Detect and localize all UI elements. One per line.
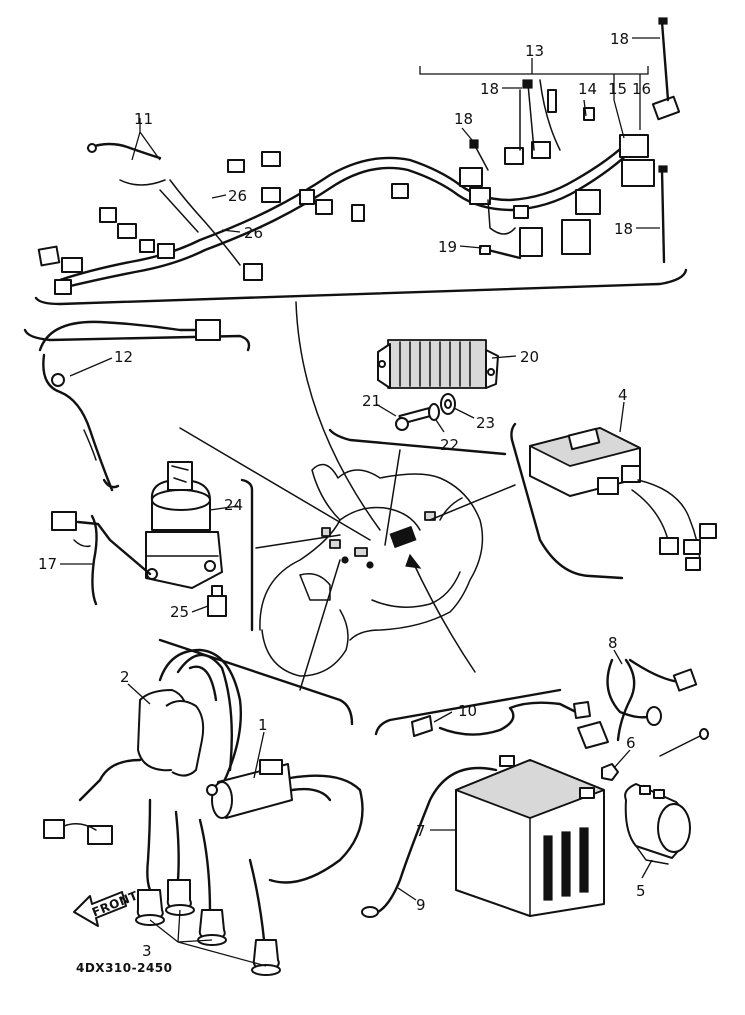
front-arrow-icon: FRONT — [73, 888, 140, 927]
label-part-24: 24 — [224, 496, 243, 514]
label-part-3: 3 — [142, 942, 152, 960]
part-21-22-23-fasteners — [395, 393, 456, 431]
label-part-25: 25 — [170, 603, 189, 621]
label-part-20: 20 — [520, 348, 539, 366]
label-part-12: 12 — [114, 348, 133, 366]
part-25-bulb — [207, 585, 227, 617]
label-part-9: 9 — [416, 896, 426, 914]
label-part-7: 7 — [416, 822, 426, 840]
label-part-13: 13 — [525, 42, 544, 60]
part-10-clamp — [411, 701, 591, 737]
part-18-cable-ties — [469, 17, 670, 264]
part-17-lead — [51, 511, 152, 606]
label-part-21: 21 — [362, 392, 381, 410]
label-part-2: 2 — [120, 668, 130, 686]
part-3-plug-caps — [135, 798, 281, 976]
part-5-starter-relay — [624, 783, 691, 865]
part-12-plug-lead — [38, 319, 221, 492]
label-part-1: 1 — [258, 716, 268, 734]
motorcycle-outline — [259, 463, 484, 677]
wire-harness — [37, 79, 681, 295]
label-part-23: 23 — [476, 414, 495, 432]
part-20-regulator — [377, 339, 499, 389]
label-part-6: 6 — [626, 734, 636, 752]
part-8-lead — [577, 658, 709, 757]
label-part-16: 16 — [632, 80, 651, 98]
label-part-5: 5 — [636, 882, 646, 900]
label-part-26b: 26 — [244, 224, 263, 242]
label-part-11: 11 — [134, 110, 153, 128]
part-2-ignition-coil — [43, 648, 242, 845]
part-9-cable — [361, 766, 498, 918]
part-19-tie — [479, 245, 522, 260]
part-1-ignition-coil — [206, 759, 364, 884]
label-part-8: 8 — [608, 634, 618, 652]
part-4-igniter — [529, 427, 717, 571]
guide-lines — [179, 301, 516, 691]
label-part-26a: 26 — [228, 187, 247, 205]
diagram-code: 4DX310-2450 — [76, 961, 173, 975]
label-part-17: 17 — [38, 555, 57, 573]
front-marker-text: FRONT — [90, 888, 140, 919]
label-part-18d: 18 — [614, 220, 633, 238]
part-7-battery — [455, 755, 605, 917]
label-part-22: 22 — [440, 436, 459, 454]
label-part-19: 19 — [438, 238, 457, 256]
label-part-18b: 18 — [480, 80, 499, 98]
label-part-18c: 18 — [454, 110, 473, 128]
label-part-15: 15 — [608, 80, 627, 98]
label-part-4: 4 — [618, 386, 628, 404]
leader-lines — [60, 37, 660, 967]
part-24-main-switch — [145, 461, 223, 589]
part-11-clamp — [86, 142, 166, 186]
part-labels: 11 13 14 15 16 18 18 18 18 19 26 26 12 2… — [38, 30, 651, 975]
group-dividers — [23, 268, 688, 736]
label-part-18a: 18 — [610, 30, 629, 48]
label-part-14: 14 — [578, 80, 597, 98]
label-part-10: 10 — [458, 702, 477, 720]
